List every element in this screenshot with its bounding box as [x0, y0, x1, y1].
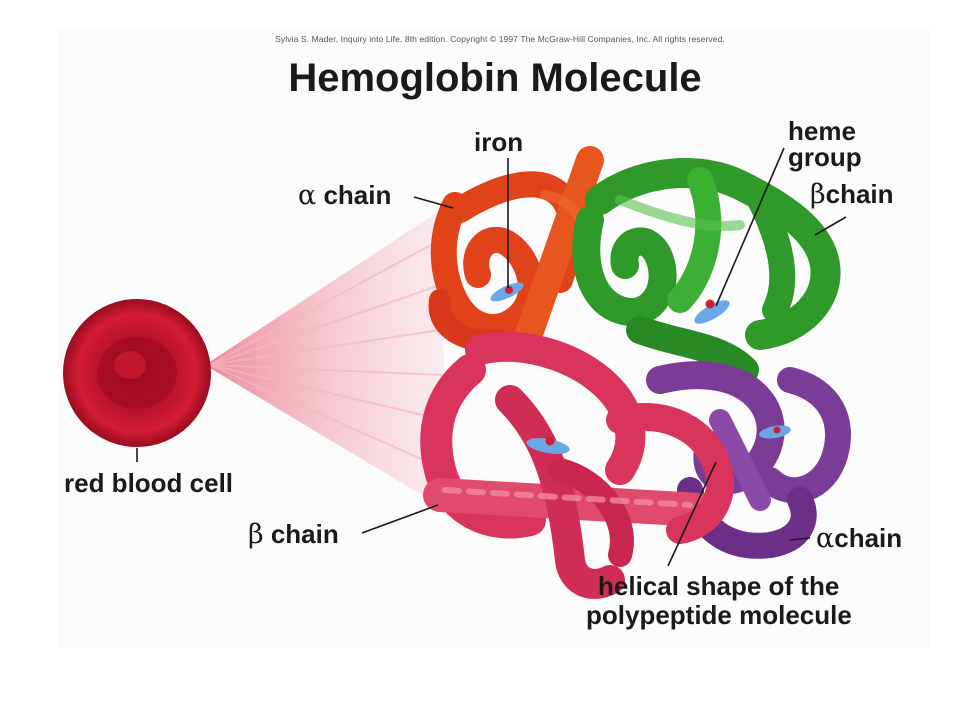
label-heme-line1: heme: [788, 116, 856, 146]
beta-chain-bottom: [420, 331, 734, 599]
beta-symbol: β: [810, 179, 826, 210]
beta-chain-top: [572, 158, 841, 384]
leader-lines: [136, 147, 847, 567]
chain-word: chain: [270, 519, 339, 549]
figure-title: Hemoglobin Molecule: [288, 56, 702, 100]
chain-word: chain: [323, 180, 392, 210]
label-iron: iron: [474, 127, 524, 157]
zoom-rays: [209, 239, 447, 471]
alpha-chain-top: [428, 146, 604, 359]
red-blood-cell: [63, 299, 211, 447]
label-beta-chain-top: βchain: [810, 180, 894, 209]
label-alpha-chain-top: α chain: [298, 181, 391, 210]
label-heme-line2: group: [788, 142, 862, 172]
beta-symbol: β: [248, 519, 264, 550]
label-beta-chain-bottom: β chain: [248, 520, 339, 549]
chain-word: chain: [825, 179, 894, 209]
label-alpha-chain-bottom: αchain: [816, 524, 902, 553]
label-helical-line2: polypeptide molecule: [586, 600, 852, 630]
label-red-blood-cell: red blood cell: [64, 468, 234, 498]
copyright-credit: Sylvia S. Mader, Inquiry into Life, 8th …: [275, 34, 725, 44]
alpha-symbol: α: [816, 523, 835, 554]
chain-word: chain: [834, 523, 903, 553]
label-helical-line1: helical shape of the: [598, 571, 840, 601]
zoom-cone: [205, 212, 450, 512]
heme-group-markers: [490, 282, 791, 454]
alpha-symbol: α: [298, 180, 317, 211]
